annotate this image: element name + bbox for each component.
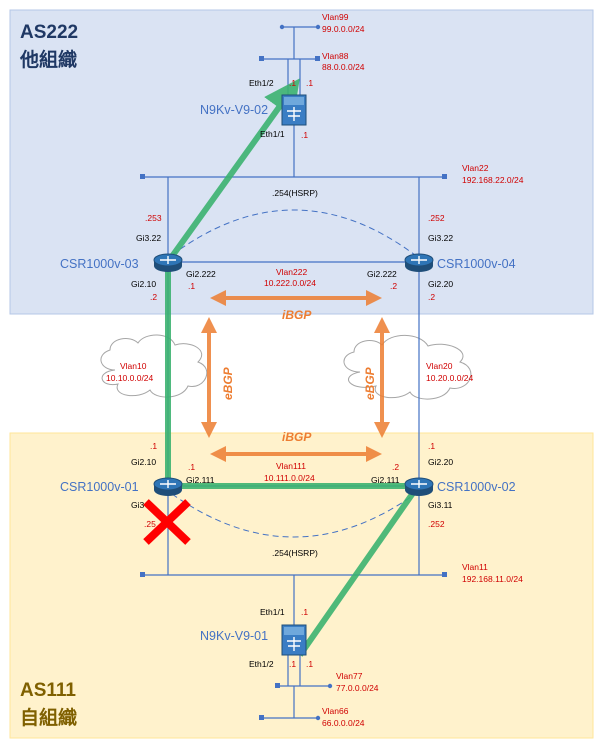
addr-label: .252	[428, 213, 445, 223]
vlan66-subnet: 66.0.0.0/24	[322, 718, 365, 728]
vlan111-name: Vlan111	[276, 461, 306, 471]
device-label-csr-02: CSR1000v-02	[437, 480, 516, 494]
addr-label: .1	[428, 441, 435, 451]
traffic-path	[165, 78, 422, 657]
vlan10-subnet: 10.10.0.0/24	[106, 373, 154, 383]
vlan22-name: Vlan22	[462, 163, 489, 173]
iface-label: Eth1/2	[249, 659, 274, 669]
addr-label: .1	[306, 78, 313, 88]
iface-label: Gi2.111	[371, 475, 400, 485]
vlan99-subnet: 99.0.0.0/24	[322, 24, 365, 34]
addr-label: .1	[289, 78, 296, 88]
l3-switch-icon[interactable]	[281, 624, 307, 656]
ibgp-top-label: iBGP	[282, 308, 312, 322]
iface-label: Gi2.10	[131, 279, 156, 289]
ebgp-right-label: eBGP	[363, 366, 377, 400]
vlan77-subnet: 77.0.0.0/24	[336, 683, 379, 693]
router-icon[interactable]	[404, 253, 434, 272]
device-label-csr-03: CSR1000v-03	[60, 257, 139, 271]
iface-label: Gi2.222	[186, 269, 216, 279]
ebgp-left-label: eBGP	[221, 366, 235, 400]
as222-subtitle: 他組織	[19, 48, 77, 71]
router-icon[interactable]	[404, 477, 434, 496]
addr-label: .254(HSRP)	[272, 548, 318, 558]
cloud-icon	[100, 334, 208, 398]
vlan222-name: Vlan222	[276, 267, 307, 277]
iface-label: Eth1/2	[249, 78, 274, 88]
red-x-icon	[143, 499, 191, 545]
addr-label: .1	[150, 441, 157, 451]
addr-label: .1	[301, 607, 308, 617]
iface-label: Gi3.22	[136, 233, 161, 243]
vlan88-name: Vlan88	[322, 51, 349, 61]
device-label-csr-01: CSR1000v-01	[60, 480, 139, 494]
iface-label: Gi3.22	[428, 233, 453, 243]
addr-label: .2	[428, 292, 435, 302]
vlan88-subnet: 88.0.0.0/24	[322, 62, 365, 72]
vlan66-name: Vlan66	[322, 706, 349, 716]
device-label-n9kv-02: N9Kv-V9-02	[200, 103, 268, 117]
addr-label: .25	[144, 519, 156, 529]
addr-label: .1	[188, 462, 195, 472]
router-icon[interactable]	[153, 253, 183, 272]
addr-label: .2	[390, 281, 397, 291]
addr-label: .2	[392, 462, 399, 472]
addr-label: .1	[289, 659, 296, 669]
addr-label: .2	[150, 292, 157, 302]
ibgp-bottom-label: iBGP	[282, 430, 312, 444]
router-icon[interactable]	[153, 477, 183, 496]
iface-label: Gi2.20	[428, 457, 453, 467]
iface-label: Gi3	[131, 500, 145, 510]
addr-label: .1	[188, 281, 195, 291]
as111-title: AS111	[20, 680, 76, 701]
vlan77-name: Vlan77	[336, 671, 363, 681]
iface-label: Eth1/1	[260, 607, 285, 617]
addr-label: .254(HSRP)	[272, 188, 318, 198]
as111-subtitle: 自組織	[20, 706, 77, 729]
addr-label: .1	[306, 659, 313, 669]
hsrp-arc-top	[171, 209, 416, 256]
vlan11-name: Vlan11	[462, 562, 488, 572]
iface-label: Gi3.11	[428, 500, 453, 510]
vlan22-subnet: 192.168.22.0/24	[462, 175, 524, 185]
l3-switch-icon[interactable]	[281, 94, 307, 126]
vlan99-name: Vlan99	[322, 12, 349, 22]
iface-label: Gi2.20	[428, 279, 453, 289]
vlan10-name: Vlan10	[120, 361, 147, 371]
device-label-csr-04: CSR1000v-04	[437, 257, 516, 271]
vlan20-name: Vlan20	[426, 361, 453, 371]
addr-label: .1	[301, 130, 308, 140]
addr-label: .253	[145, 213, 162, 223]
hsrp-arc-bottom	[171, 493, 416, 538]
iface-label: Gi2.111	[186, 475, 215, 485]
device-label-n9kv-01: N9Kv-V9-01	[200, 629, 268, 643]
bgp-arrows	[201, 290, 390, 462]
vlan222-subnet: 10.222.0.0/24	[264, 278, 316, 288]
iface-label: Gi2.10	[131, 457, 156, 467]
vlan11-subnet: 192.168.11.0/24	[462, 574, 523, 584]
iface-label: Eth1/1	[260, 129, 285, 139]
iface-label: Gi2.222	[367, 269, 397, 279]
vlan20-subnet: 10.20.0.0/24	[426, 373, 474, 383]
addr-label: .252	[428, 519, 445, 529]
as222-title: AS222	[20, 22, 78, 43]
vlan111-subnet: 10.111.0.0/24	[264, 473, 315, 483]
as222-zone	[9, 9, 594, 315]
